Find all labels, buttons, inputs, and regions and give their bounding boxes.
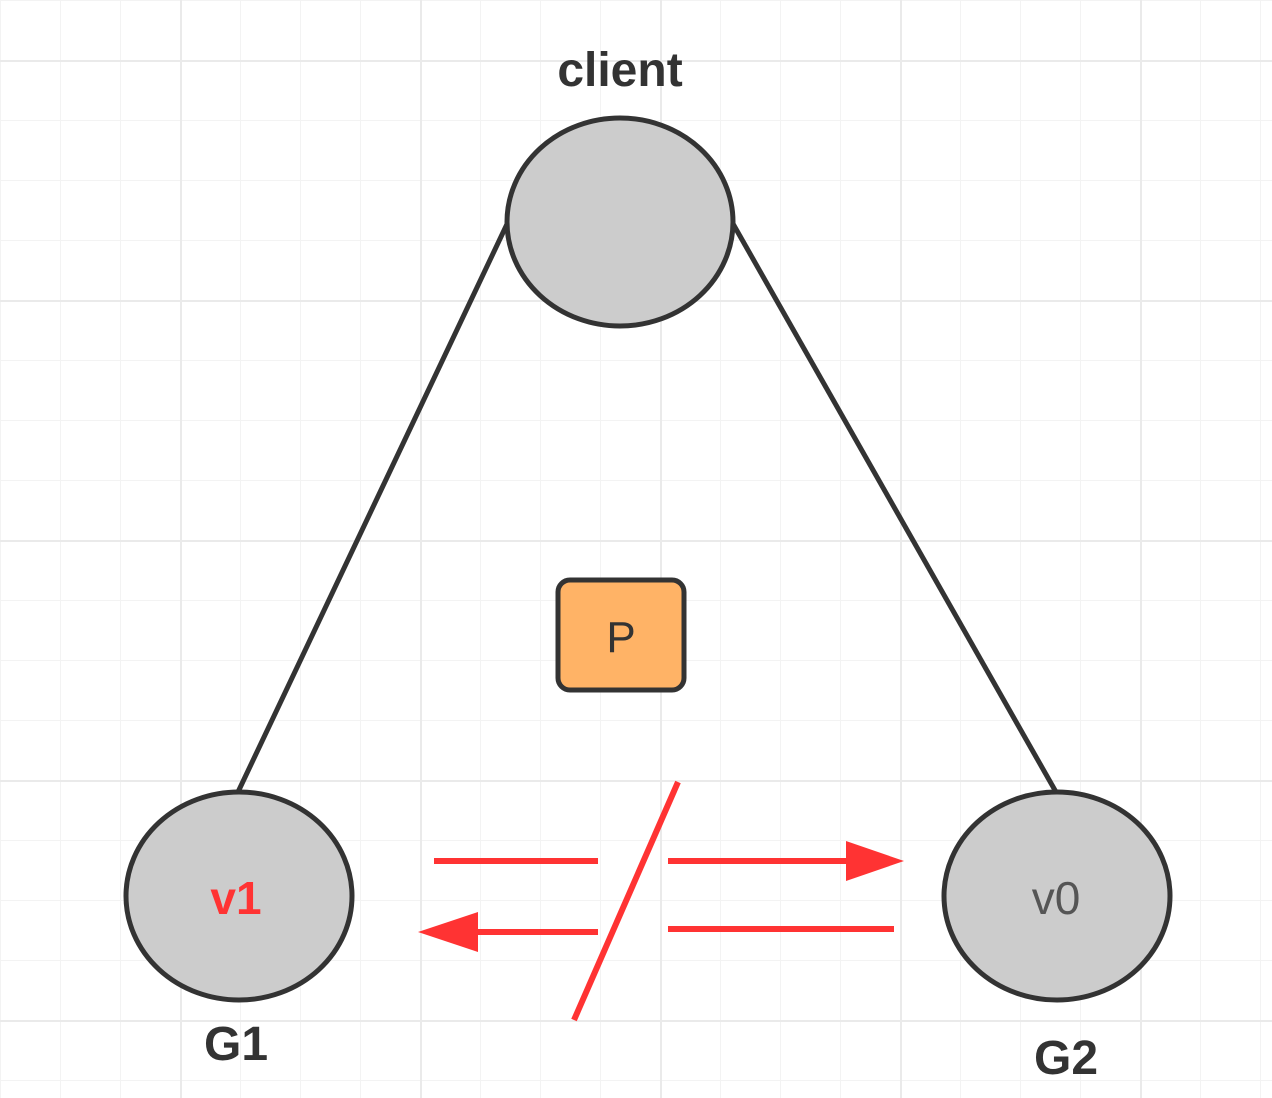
arrowhead-left-icon <box>418 912 478 952</box>
g1-value: v1 <box>210 872 261 924</box>
g1-label: G1 <box>204 1018 268 1071</box>
g1-node <box>123 789 355 1003</box>
arrowhead-right-icon <box>846 841 904 881</box>
g2-value: v0 <box>1032 872 1081 924</box>
partition-cut-slash <box>571 780 681 1022</box>
edge-client-g1 <box>235 220 511 794</box>
g2-label: G2 <box>1034 1032 1098 1085</box>
partition-label: P <box>606 613 635 662</box>
client-node <box>504 115 736 329</box>
g2-node <box>941 789 1173 1003</box>
client-label: client <box>557 44 682 97</box>
partition-box <box>555 577 687 693</box>
edge-client-g2 <box>729 220 1059 794</box>
